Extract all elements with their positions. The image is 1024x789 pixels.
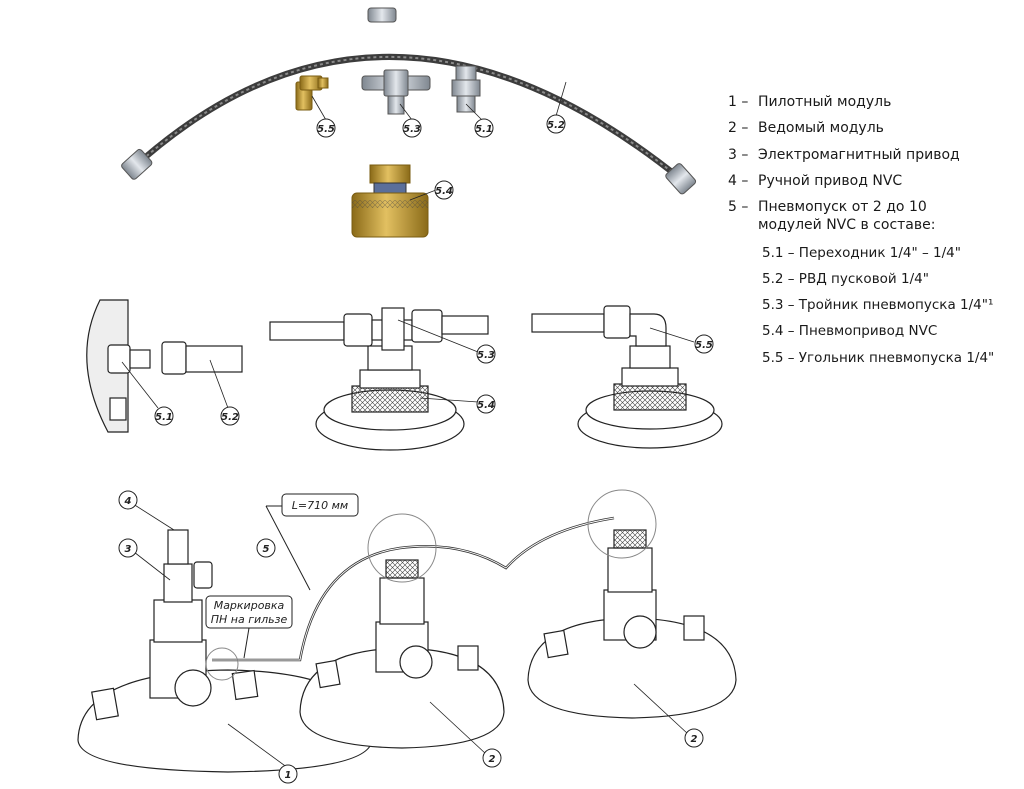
svg-text:5.5: 5.5 [695, 340, 713, 351]
legend-item-2: 2 –Ведомый модуль [728, 120, 884, 136]
svg-text:3: 3 [125, 544, 132, 555]
svg-text:5.2: 5.2 [547, 120, 565, 131]
sub-legend-5-5: 5.5 – Угольник пневмопуска 1/4" [762, 350, 995, 366]
module-2-slave-b [527, 529, 737, 719]
legend-item-3: 3 –Электромагнитный привод [728, 147, 960, 163]
tee-5-3-photo [361, 69, 431, 115]
module-1-pilot [77, 529, 373, 773]
detail-circle-adapter [205, 647, 239, 681]
callout-5-3-mid: 5.3 [476, 344, 496, 364]
callout-5-5: 5.5 [316, 118, 336, 138]
svg-text:1: 1 [285, 770, 292, 781]
legend-item-4: 4 –Ручной привод NVC [728, 173, 903, 189]
hose-length-note: L=710 мм [265, 493, 359, 591]
marking-note: Маркировка ПН на гильзе [205, 595, 293, 659]
svg-text:5: 5 [263, 544, 270, 555]
svg-text:5.1: 5.1 [155, 412, 173, 423]
svg-text:5.5: 5.5 [317, 124, 335, 135]
detail-center-tee [269, 307, 489, 451]
callout-5-1-mid: 5.1 [154, 406, 174, 426]
callout-5-4-top: 5.4 [434, 180, 454, 200]
sub-legend-5-1: 5.1 – Переходник 1/4" – 1/4" [762, 245, 961, 261]
callout-5-2-top: 5.2 [546, 114, 566, 134]
actuator-5-4-photo [351, 164, 429, 238]
svg-text:2: 2 [691, 734, 698, 745]
svg-text:ПН на гильзе: ПН на гильзе [211, 613, 288, 626]
callout-5-3-top: 5.3 [402, 118, 422, 138]
leader-lines [121, 81, 695, 769]
svg-text:5.2: 5.2 [221, 412, 239, 423]
svg-text:Маркировка: Маркировка [214, 599, 285, 612]
callout-1: 1 [278, 764, 298, 784]
svg-text:4: 4 [124, 496, 132, 507]
svg-text:5.1: 5.1 [475, 124, 493, 135]
elbow-5-5-photo [295, 75, 329, 111]
hose-5-2-photo [121, 7, 697, 195]
callout-5: 5 [256, 538, 276, 558]
svg-text:5.3: 5.3 [403, 124, 421, 135]
detail-left-adapter [86, 299, 243, 433]
sub-legend-5-2: 5.2 – РВД пусковой 1/4" [762, 271, 929, 287]
callout-5-2-mid: 5.2 [220, 406, 240, 426]
legend-item-5: 5 –Пневмопуск от 2 до 10 модулей NVC в с… [728, 199, 936, 233]
svg-text:L=710 мм: L=710 мм [292, 499, 348, 512]
callout-5-1-top: 5.1 [474, 118, 494, 138]
callout-3: 3 [118, 538, 138, 558]
detail-circle-elbow [587, 489, 657, 559]
svg-text:5.4: 5.4 [477, 400, 495, 411]
callout-2-a: 2 [482, 748, 502, 768]
detail-right-elbow [531, 305, 723, 449]
sub-legend-5-4: 5.4 – Пневмопривод NVC [762, 323, 938, 339]
svg-text:5.4: 5.4 [435, 186, 453, 197]
sub-legend-5-3: 5.3 – Тройник пневмопуска 1/4"¹ [762, 297, 994, 313]
module-2-slave-a [299, 559, 505, 749]
callout-5-5-mid: 5.5 [694, 334, 714, 354]
svg-text:2: 2 [489, 754, 496, 765]
callout-4: 4 [118, 490, 138, 510]
svg-text:5.3: 5.3 [477, 350, 495, 361]
callout-5-4-mid: 5.4 [476, 394, 496, 414]
callout-2-b: 2 [684, 728, 704, 748]
detail-circle-tee [367, 513, 437, 583]
adapter-5-1-photo [451, 65, 481, 113]
legend-item-1: 1 –Пилотный модуль [728, 94, 892, 110]
